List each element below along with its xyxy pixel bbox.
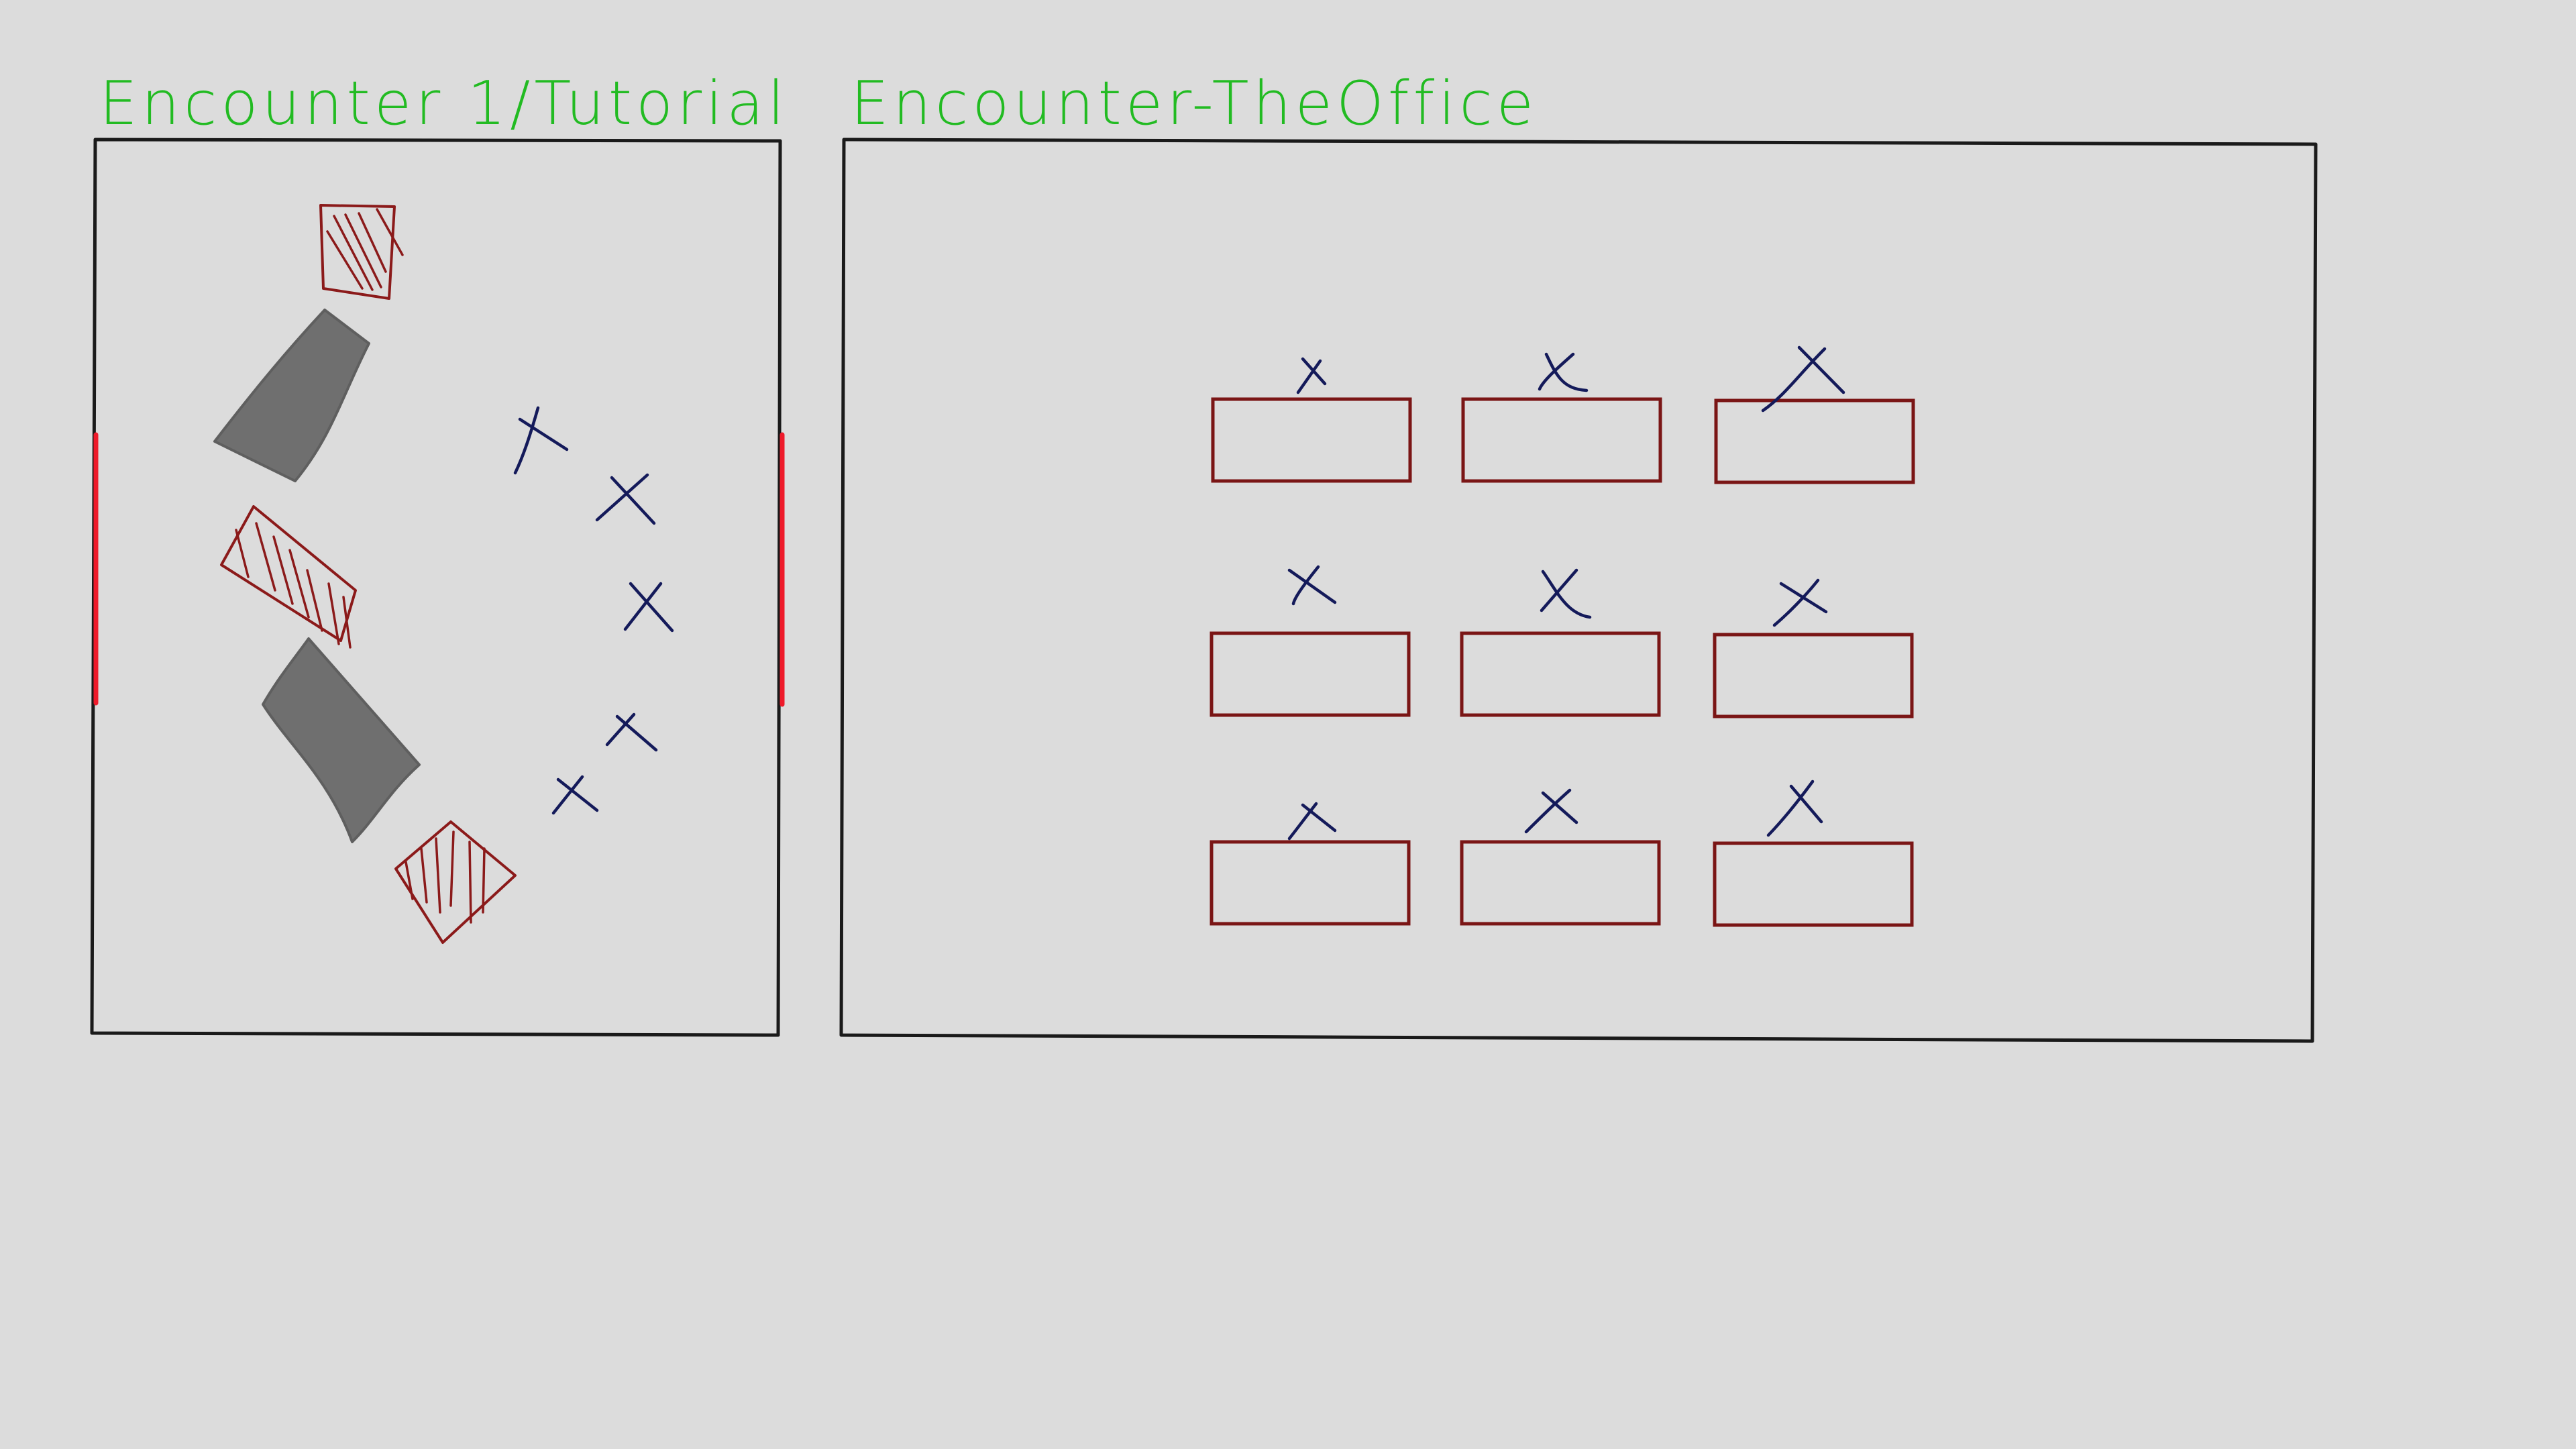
cover-block-bottom <box>262 637 421 843</box>
crate-bottom <box>394 820 517 944</box>
desk-r3-c1 <box>1210 840 1411 926</box>
office-enemy-r1-c1 <box>1296 357 1327 394</box>
tutorial-enemy-2 <box>595 473 656 525</box>
desk-r3-c2 <box>1460 840 1661 926</box>
crate-middle <box>220 505 357 649</box>
title-encounter-office: Encounter-TheOffice <box>851 68 1538 139</box>
office-enemy-r2-c1 <box>1287 565 1337 606</box>
tutorial-enemy-4 <box>605 712 658 752</box>
desk-r3-c3 <box>1713 841 1914 927</box>
tutorial-enemy-5 <box>551 775 599 815</box>
tutorial-enemy-3 <box>623 582 674 633</box>
tutorial-enemy-1 <box>513 406 569 475</box>
desk-r2-c3 <box>1713 633 1914 718</box>
cover-block-top <box>213 309 370 482</box>
office-enemy-r3-c3 <box>1766 780 1823 837</box>
desk-r1-c3 <box>1714 398 1915 484</box>
crate-top <box>319 204 404 300</box>
office-panel <box>839 138 2318 1043</box>
office-enemy-r3-c1 <box>1287 802 1337 841</box>
office-enemy-r1-c3 <box>1761 345 1845 413</box>
office-enemy-r2-c3 <box>1772 578 1828 627</box>
tutorial-panel <box>90 138 785 1037</box>
desk-r1-c1 <box>1211 397 1412 483</box>
desk-r1-c2 <box>1461 397 1662 483</box>
title-encounter-tutorial: Encounter 1/Tutorial <box>99 68 788 139</box>
office-enemy-r3-c2 <box>1524 788 1578 834</box>
desk-r2-c1 <box>1210 631 1411 717</box>
office-enemy-r1-c2 <box>1538 352 1589 392</box>
office-enemy-r2-c2 <box>1540 568 1592 619</box>
tutorial-room-frame <box>90 138 782 1037</box>
desk-r2-c2 <box>1460 631 1661 717</box>
office-room-frame <box>839 138 2318 1043</box>
